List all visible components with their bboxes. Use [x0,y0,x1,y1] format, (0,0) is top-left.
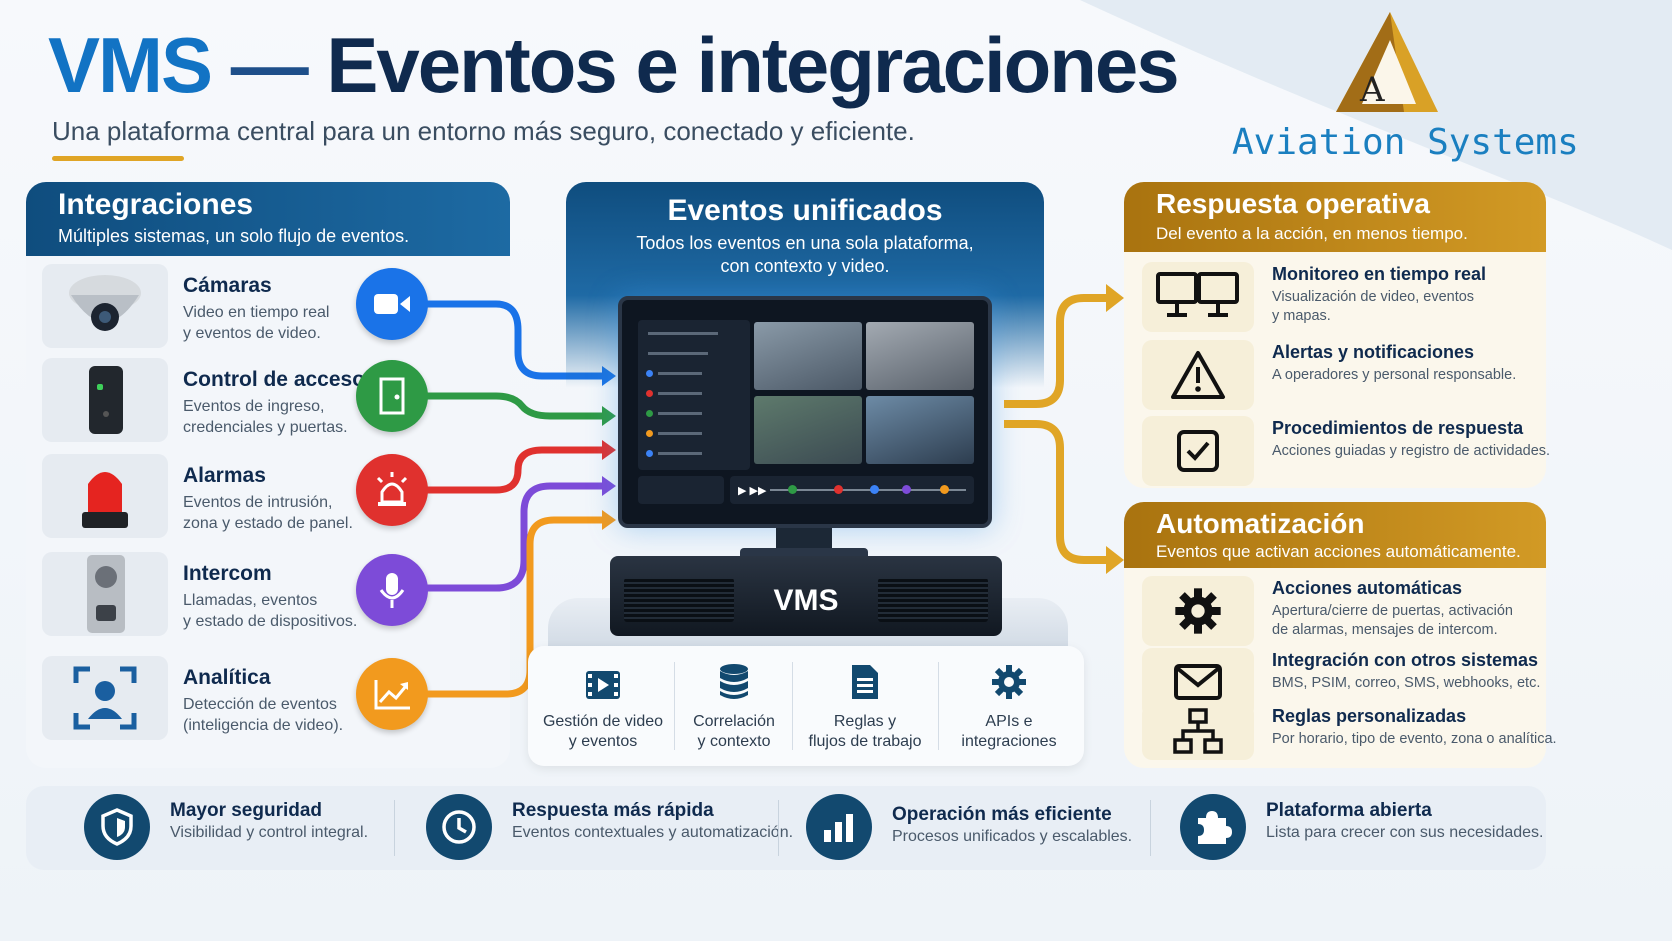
integration-desc: Eventos de intrusión,zona y estado de pa… [183,494,353,532]
integration-desc: Eventos de ingreso,credenciales y puerta… [183,398,348,436]
benefit-title: Mayor seguridad [170,800,323,821]
benefit-desc: Visibilidad y control integral. [170,824,369,841]
benefit-title: Plataforma abierta [1266,800,1432,821]
integration-item-analytics: Analítica Detección de eventos(inteligen… [42,656,502,744]
integrations-title: Integraciones [58,188,254,221]
door-icon [356,360,428,432]
title-vms: VMS [48,21,213,109]
dome-camera-icon [69,275,141,331]
event-list [638,320,750,470]
video-timeline[interactable]: ▶ ▶▶ [730,476,974,504]
database-icon [720,664,748,699]
card-reader-icon [89,366,123,434]
camera-view-3 [754,396,862,464]
alarm-image [42,454,168,538]
response-item-alerts: Alertas y notificaciones A operadores y … [1142,338,1546,414]
automation-header: Automatización Eventos que activan accio… [1124,502,1546,568]
trend-chart-icon [356,658,428,730]
analytics-image [42,656,168,740]
integration-title: Cámaras [183,274,272,297]
checkbox-icon [1177,430,1219,472]
benefit-desc: Procesos unificados y escalables. [892,828,1133,845]
warning-icon [1171,351,1225,399]
automation-title: Automatización [1156,508,1365,539]
benefit-title: Respuesta más rápida [512,800,714,821]
integrations-subtitle: Múltiples sistemas, un solo flujo de eve… [58,226,410,246]
page-title: VMS — Eventos e integraciones [48,26,1180,104]
document-icon [852,665,878,699]
response-item-monitoring: Monitoreo en tiempo real Visualización d… [1142,260,1546,336]
vms-server: VMS [610,556,1002,636]
gear-icon [992,665,1026,699]
bar-chart-icon [806,794,872,860]
beacon-icon [82,472,128,528]
benefit-desc: Lista para crecer con sus necesidades. [1266,824,1544,841]
features-card [528,646,1084,766]
title-underline [52,156,184,161]
event-summary [638,476,724,504]
film-icon [586,671,620,699]
vms-monitor: ▶ ▶▶ [618,296,992,528]
video-camera-icon [356,268,428,340]
automation-item-actions: Acciones automáticas Apertura/cierre de … [1142,574,1546,650]
response-title: Respuesta operativa [1156,188,1430,219]
person-detection-icon [73,666,137,730]
gear-icon [1175,588,1221,634]
integrations-header: Integraciones Múltiples sistemas, un sol… [26,182,510,256]
camera-view-4 [866,396,974,464]
logo: A Aviation Systems [1232,10,1579,170]
microphone-icon [356,554,428,626]
logo-triangle-icon [1336,12,1438,112]
center-title: Eventos unificados [667,194,943,227]
logo-letter: A [1360,70,1385,110]
automation-item-rules: Reglas personalizadas Por horario, tipo … [1142,702,1557,778]
integration-title: Control de acceso [183,368,366,391]
connector-arrows-left [426,300,616,698]
page-subtitle: Una plataforma central para un entorno m… [52,116,915,146]
integration-title: Alarmas [183,464,266,487]
integration-title: Intercom [183,562,272,585]
clock-icon [426,794,492,860]
title-dash: — [230,21,309,109]
logo-name: Aviation Systems [1232,122,1579,163]
siren-icon [356,454,428,526]
monitors-icon [1156,272,1239,317]
response-header: Respuesta operativa Del evento a la acci… [1124,182,1546,252]
shield-icon [84,794,150,860]
background-swoosh [1080,0,1672,250]
access-reader-image [42,358,168,442]
integration-desc: Detección de eventos(inteligencia de vid… [183,696,344,734]
automation-subtitle: Eventos que activan acciones automáticam… [1156,542,1521,561]
center-subtitle: Todos los eventos en una sola plataforma… [636,233,974,276]
automation-item-integration: Integración con otros sistemas BMS, PSIM… [1142,646,1546,722]
camera-view-2 [866,322,974,390]
benefits-bar: Mayor seguridad Visibilidad y control in… [26,786,1546,870]
envelope-icon [1174,664,1222,700]
response-subtitle: Del evento a la acción, en menos tiempo. [1156,224,1468,243]
title-main: Eventos e integraciones [326,21,1179,109]
connector-arrows-right [1004,284,1124,574]
hierarchy-icon [1173,708,1223,754]
integration-item-access: Control de acceso Eventos de ingreso,cre… [42,358,502,446]
puzzle-icon [1180,794,1246,860]
server-label: VMS [773,584,839,617]
camera-view-1 [754,322,862,390]
integration-item-alarms: Alarmas Eventos de intrusión,zona y esta… [42,454,502,542]
response-item-procedures: Procedimientos de respuesta Acciones gui… [1142,414,1550,490]
intercom-image [42,552,168,636]
camera-image [42,264,168,348]
integration-title: Analítica [183,666,271,689]
intercom-panel-icon [87,555,125,633]
benefit-title: Operación más eficiente [892,804,1112,825]
benefit-desc: Eventos contextuales y automatización. [512,824,794,841]
